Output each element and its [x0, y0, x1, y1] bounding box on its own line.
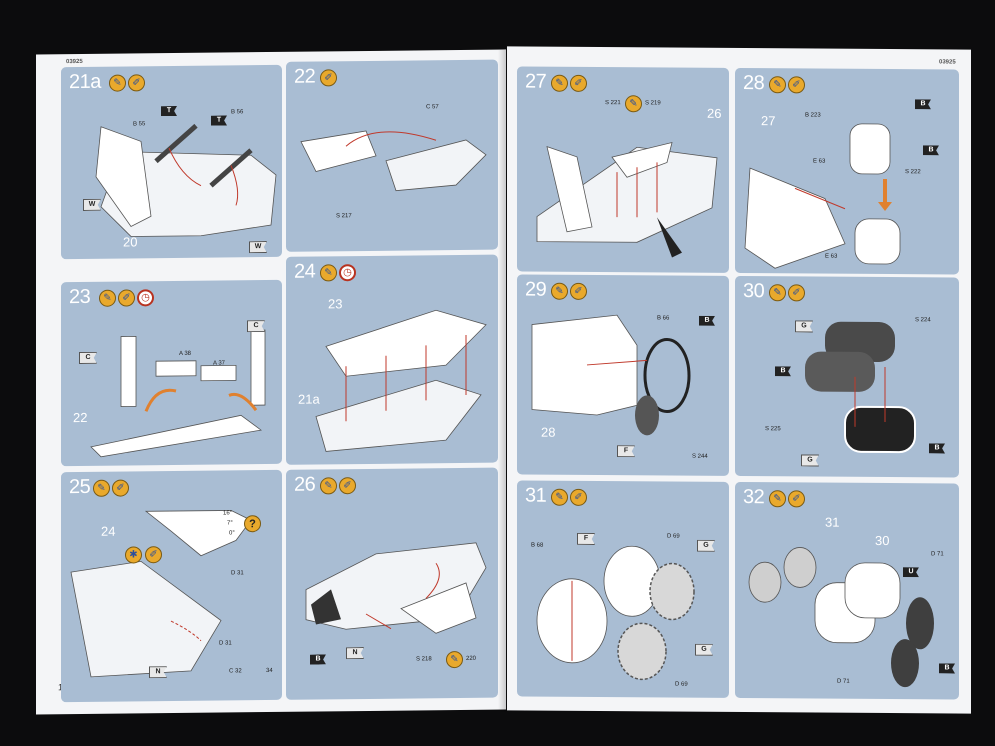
assembly-illustration [70, 510, 252, 678]
step-panel-30: 30 ✎ ✐ S 224 S 225 G B G B [735, 275, 959, 478]
assembly-illustration [300, 130, 487, 192]
reference-number: 30 [875, 532, 890, 549]
part-callout: D 31 [219, 640, 232, 647]
part-callout: B 56 [231, 109, 244, 116]
part-callout: E 63 [813, 158, 826, 165]
part-callout: S 219 [645, 100, 661, 107]
step-panel-23: 23 ✎ ✐ ◷ 22 A 38 A 37 C C [61, 279, 282, 467]
part-callout: D 69 [667, 533, 680, 540]
assembly-illustration [305, 542, 487, 634]
step-panel-26: 26 ✎ ✐ B N S 218 ✎ 220 [286, 467, 498, 700]
help-question-icon: ? [244, 515, 261, 533]
part-callout: B 66 [657, 315, 670, 322]
assembly-illustration [536, 545, 695, 681]
part-callout: E 63 [825, 253, 838, 260]
step-panel-22: 22 ✐ C 57 S 217 [286, 59, 498, 252]
part-callout: D 69 [675, 681, 688, 688]
assembly-illustration [744, 123, 901, 269]
left-page: 03925 14 21a ✎ ✐ 20 B 55 B 56 T T W W 22… [36, 49, 506, 715]
part-callout: S 224 [915, 317, 931, 324]
step-panel-28: 28 ✎ ✐ 27 B 223 E 63 S 222 E 63 B B [735, 67, 959, 275]
angle-label: 0° [229, 530, 235, 537]
reference-number: 28 [541, 424, 556, 440]
assembly-illustration [90, 329, 266, 458]
reference-number: 27 [761, 113, 776, 129]
product-code: 03925 [939, 59, 956, 66]
step-panel-31: 31 ✎ ✐ B 68 D 69 D 69 F G G [517, 480, 729, 698]
reference-number: 22 [73, 409, 88, 426]
part-callout: C 57 [426, 104, 439, 111]
step-panel-21a: 21a ✎ ✐ 20 B 55 B 56 T T W W [61, 64, 282, 260]
step-panel-27: 27 ✎ ✐ 26 S 221 ✎ S 219 [517, 66, 729, 273]
part-callout: B 223 [805, 112, 821, 119]
glue-icon: ✎ [625, 95, 642, 113]
reference-number: 23 [328, 296, 343, 312]
part-callout: S 225 [765, 426, 781, 433]
part-callout: 34 [266, 667, 273, 675]
part-callout: 220 [466, 655, 477, 662]
reference-number: 26 [707, 105, 722, 121]
step-panel-32: 32 ✎ ✐ 31 30 D 71 D 71 U B [735, 481, 959, 700]
part-callout: S 222 [905, 169, 921, 176]
paint-brush-icon: ✐ [145, 546, 162, 564]
part-callout: D 71 [931, 551, 944, 558]
part-callout: A 37 [213, 360, 226, 367]
decal-icon: ✱ [125, 546, 142, 564]
assembly-illustration [531, 314, 691, 436]
step-panel-29: 29 ✎ ✐ 28 B 66 S 244 B F [517, 274, 729, 476]
angle-label: 7° [227, 520, 233, 527]
right-page: 03925 15 27 ✎ ✐ 26 S 221 ✎ S 219 28 ✎ ✐ [507, 46, 971, 714]
angle-label: 16° [223, 510, 233, 517]
part-callout: B 55 [133, 121, 146, 128]
part-callout: S 218 [416, 656, 432, 663]
reference-number: 20 [123, 234, 138, 250]
assembly-illustration [536, 141, 718, 258]
part-callout: S 221 [605, 100, 621, 107]
part-callout: B 68 [531, 542, 544, 549]
part-callout: D 31 [231, 570, 244, 577]
assembly-illustration [95, 123, 277, 237]
glue-icon: ✎ [446, 650, 463, 669]
part-callout: C 32 [229, 668, 242, 675]
step-panel-24: 24 ✎ ◷ 23 21a [286, 254, 498, 465]
part-callout: D 71 [837, 678, 850, 685]
reference-number: 31 [825, 514, 840, 530]
part-callout: S 244 [692, 453, 708, 460]
assembly-illustration [748, 547, 934, 688]
product-code: 03925 [66, 58, 83, 66]
reference-number: 24 [101, 523, 116, 539]
step-panel-25: 25 ✎ ✐ ? ✱ ✐ 16° 7° 0° 24 D 31 D 31 C 32… [61, 469, 282, 703]
assembly-illustration [315, 309, 487, 452]
part-callout: A 38 [179, 350, 192, 357]
reference-number: 21a [298, 391, 320, 407]
assembly-illustration [805, 321, 916, 454]
part-callout: S 217 [336, 213, 352, 220]
